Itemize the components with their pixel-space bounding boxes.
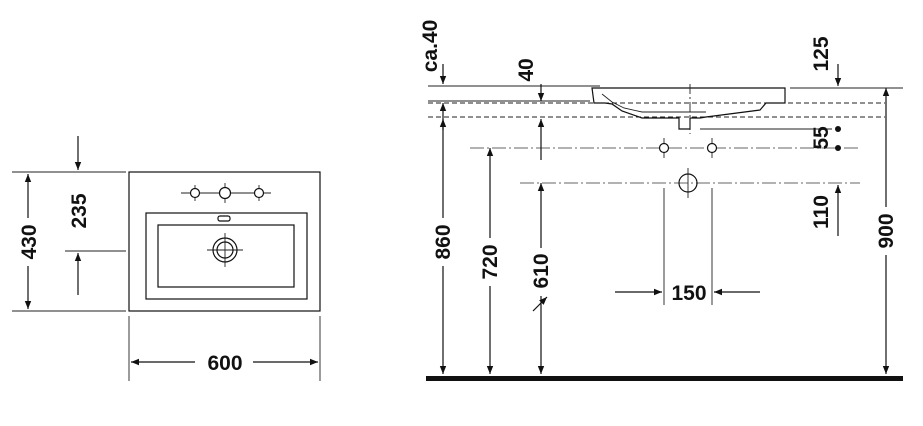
tap-hole-right — [253, 187, 265, 199]
dim-110-label: 110 — [810, 195, 833, 229]
dim-150-label: 150 — [671, 282, 706, 305]
floor-line — [426, 376, 903, 381]
dim-125-label: 125 — [810, 36, 833, 71]
dim-235-label: 235 — [68, 193, 91, 228]
dim-610-label: 610 — [530, 253, 553, 288]
bowl-inner-outline — [157, 224, 295, 288]
dim-860-label: 860 — [432, 224, 455, 259]
supply-left — [658, 142, 670, 154]
side-view: 860 720 610 900 ca.40 40 125 55 110 — [419, 20, 903, 381]
dim-600-label: 600 — [207, 352, 242, 375]
arrow-610 — [532, 296, 548, 312]
dim-dot — [835, 126, 841, 132]
tap-hole-center — [218, 186, 232, 200]
waste-outlets — [470, 138, 860, 305]
plan-view: 600 430 235 — [12, 136, 321, 381]
basin-outline — [128, 171, 321, 312]
dim-55-label: 55 — [810, 126, 833, 150]
dim-ca40-label: ca.40 — [419, 20, 442, 73]
dim-40-label: 40 — [515, 58, 538, 81]
dim-900-label: 900 — [875, 213, 898, 248]
dim-430-label: 430 — [18, 224, 41, 259]
tap-holes — [181, 183, 271, 203]
dim-dot — [835, 145, 841, 151]
supply-right — [706, 142, 718, 154]
drain — [207, 233, 243, 267]
overflow-slot — [217, 215, 231, 222]
waste-outlet — [678, 173, 698, 193]
tap-hole-left — [189, 187, 201, 199]
bowl-outline — [145, 212, 308, 300]
basin-profile-inner — [601, 93, 706, 113]
dim-720-label: 720 — [479, 244, 502, 279]
basin-profile — [591, 87, 786, 130]
